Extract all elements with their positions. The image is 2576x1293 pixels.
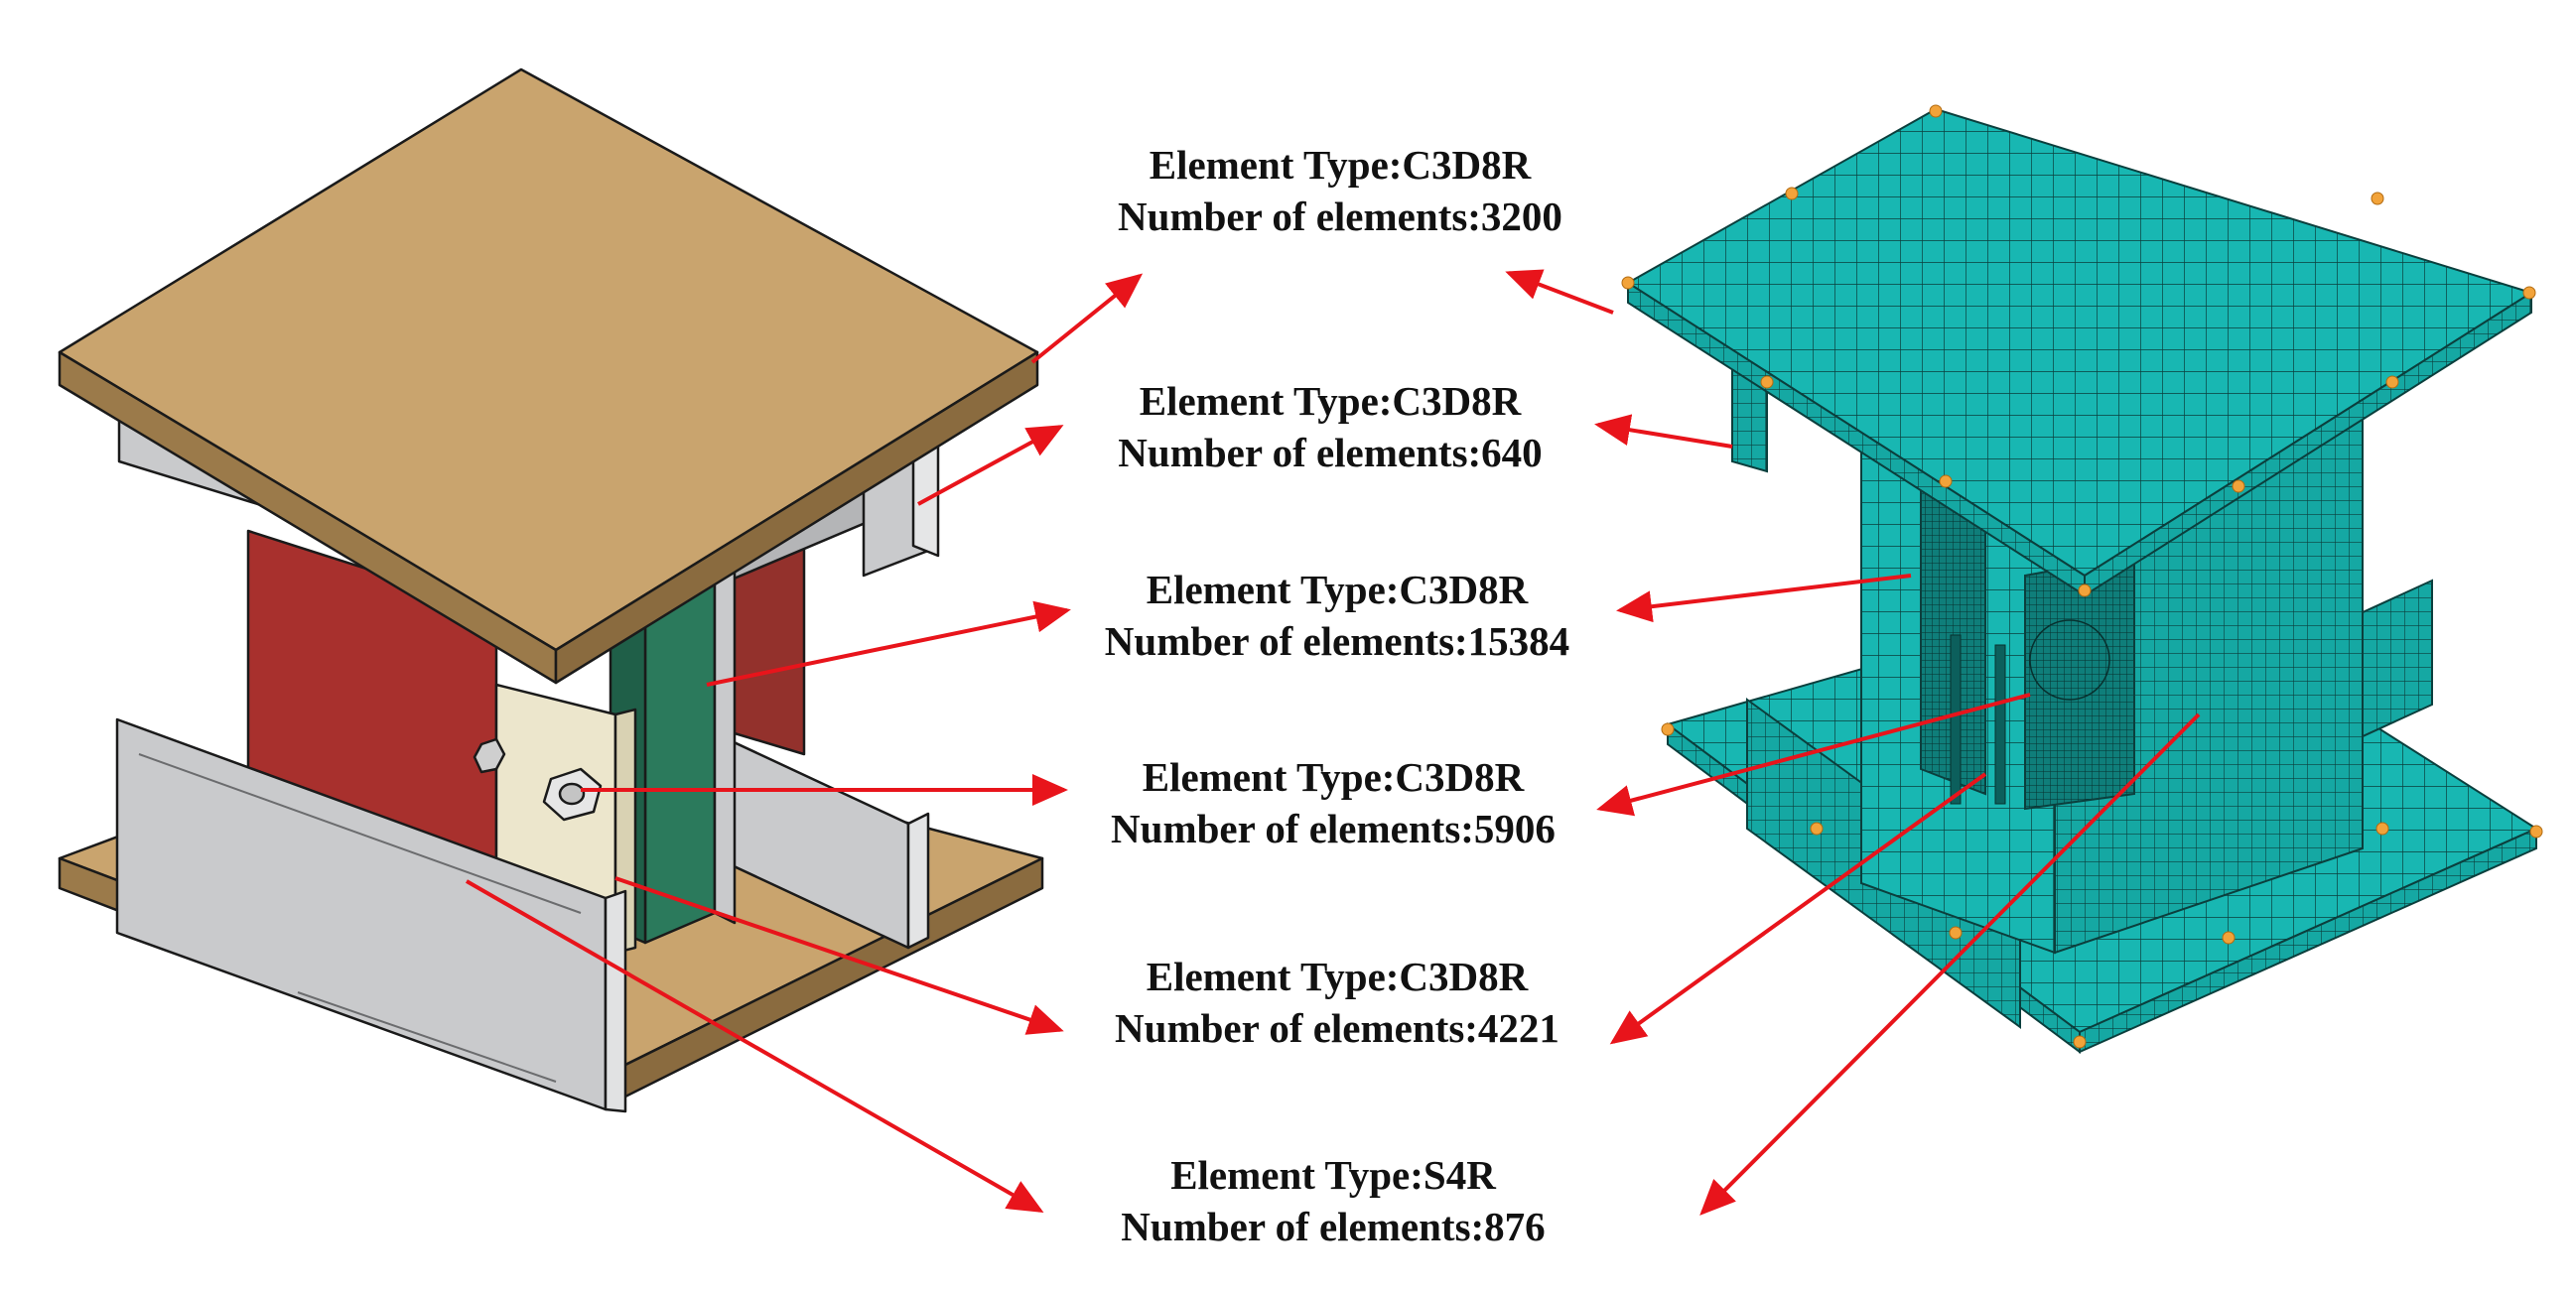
annotation-top-plate: Element Type:C3D8R Number of elements:32… [1118,142,1562,239]
arrow-column-right [1616,574,1912,623]
mesh-top-plate [1626,107,2534,597]
arrow-column-left [706,600,1071,687]
annotation-type: Element Type:C3D8R [1143,754,1525,800]
arrow-top-angle-left [917,425,1064,506]
annotation-count: Number of elements:3200 [1118,194,1562,239]
arrow-top-plate-left [1030,273,1144,364]
annotation-type: Element Type:C3D8R [1147,567,1529,612]
arrow-web-left [466,879,1044,1213]
mesh-model [1621,104,2543,1054]
boundary-nodes [1621,104,2543,1049]
bottom-angle-front [115,717,627,1113]
annotation-count: Number of elements:876 [1121,1204,1545,1249]
leader-arrows [466,269,2201,1216]
arrow-splice-left [614,876,1064,1035]
bolt-nut [542,767,603,822]
annotation-web-panel: Element Type:S4R Number of elements:876 [1121,1152,1545,1249]
annotation-bolt: Element Type:C3D8R Number of elements:59… [1111,754,1556,851]
arrow-splice-right [1609,772,1987,1045]
annotation-type: Element Type:C3D8R [1140,378,1522,424]
annotation-count: Number of elements:4221 [1115,1005,1559,1051]
annotation-type: Element Type:S4R [1170,1152,1496,1198]
annotation-labels: Element Type:C3D8R Number of elements:32… [1105,142,1569,1249]
arrow-web-right [1699,712,2201,1216]
annotation-count: Number of elements:15384 [1105,618,1569,664]
annotation-count: Number of elements:640 [1118,430,1542,475]
annotation-type: Element Type:C3D8R [1147,954,1529,999]
annotation-column: Element Type:C3D8R Number of elements:15… [1105,567,1569,664]
annotation-count: Number of elements:5906 [1111,806,1556,851]
arrow-bolt-right [1596,693,2031,817]
arrow-top-angle-right [1594,414,1733,449]
annotation-type: Element Type:C3D8R [1150,142,1532,188]
annotation-splice-plate: Element Type:C3D8R Number of elements:42… [1115,954,1559,1051]
top-plate [58,67,1039,685]
annotation-top-angle: Element Type:C3D8R Number of elements:64… [1118,378,1542,475]
geometry-model [58,67,1044,1113]
bottom-angle-back [683,717,930,950]
arrow-top-plate-right [1505,269,1614,315]
